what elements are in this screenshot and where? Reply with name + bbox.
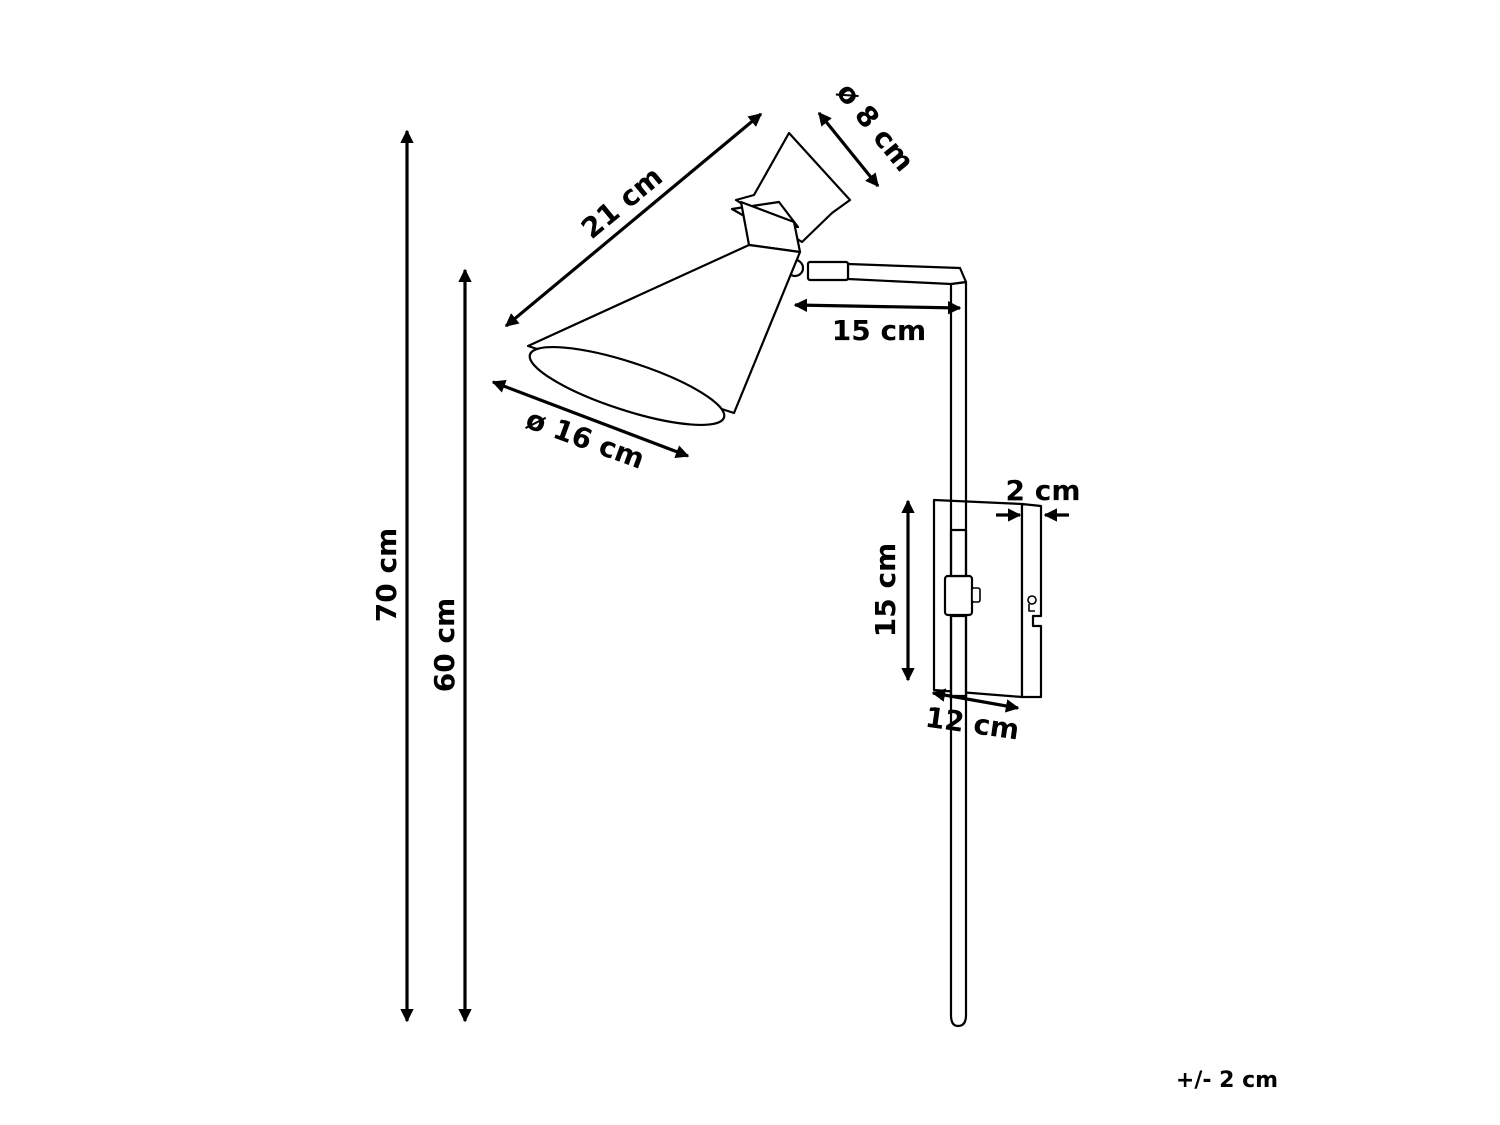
label-plate-depth: 2 cm [1005, 474, 1080, 507]
label-arm-length: 15 cm [832, 314, 927, 347]
label-top-diameter: ø 8 cm [830, 76, 921, 178]
rod-clamp [943, 574, 974, 617]
dimline-arm-length [793, 298, 962, 315]
dimension-lines [400, 111, 1069, 1023]
wall-plate [932, 498, 1043, 700]
dimline-plate-width [931, 688, 1020, 713]
label-total-height: 70 cm [370, 528, 403, 623]
label-rod-height: 60 cm [428, 598, 461, 693]
lamp-arm [846, 262, 968, 286]
label-bottom-diameter: ø 16 cm [522, 402, 649, 475]
lamp-shade [526, 131, 852, 427]
dimension-labels: 70 cm 60 cm 21 cm ø 8 cm ø 16 cm 15 cm 2… [370, 76, 1278, 1093]
dimline-top-diameter [817, 111, 880, 188]
mounting-screw [1027, 595, 1037, 605]
lamp-drawing [526, 131, 1043, 1028]
dimline-bottom-diameter [491, 380, 690, 458]
dimline-shade-length [504, 112, 763, 328]
clamp-screw [971, 587, 981, 603]
arm-sleeve [806, 260, 850, 282]
tolerance-note: +/- 2 cm [1176, 1068, 1278, 1093]
label-plate-height: 15 cm [869, 543, 902, 638]
